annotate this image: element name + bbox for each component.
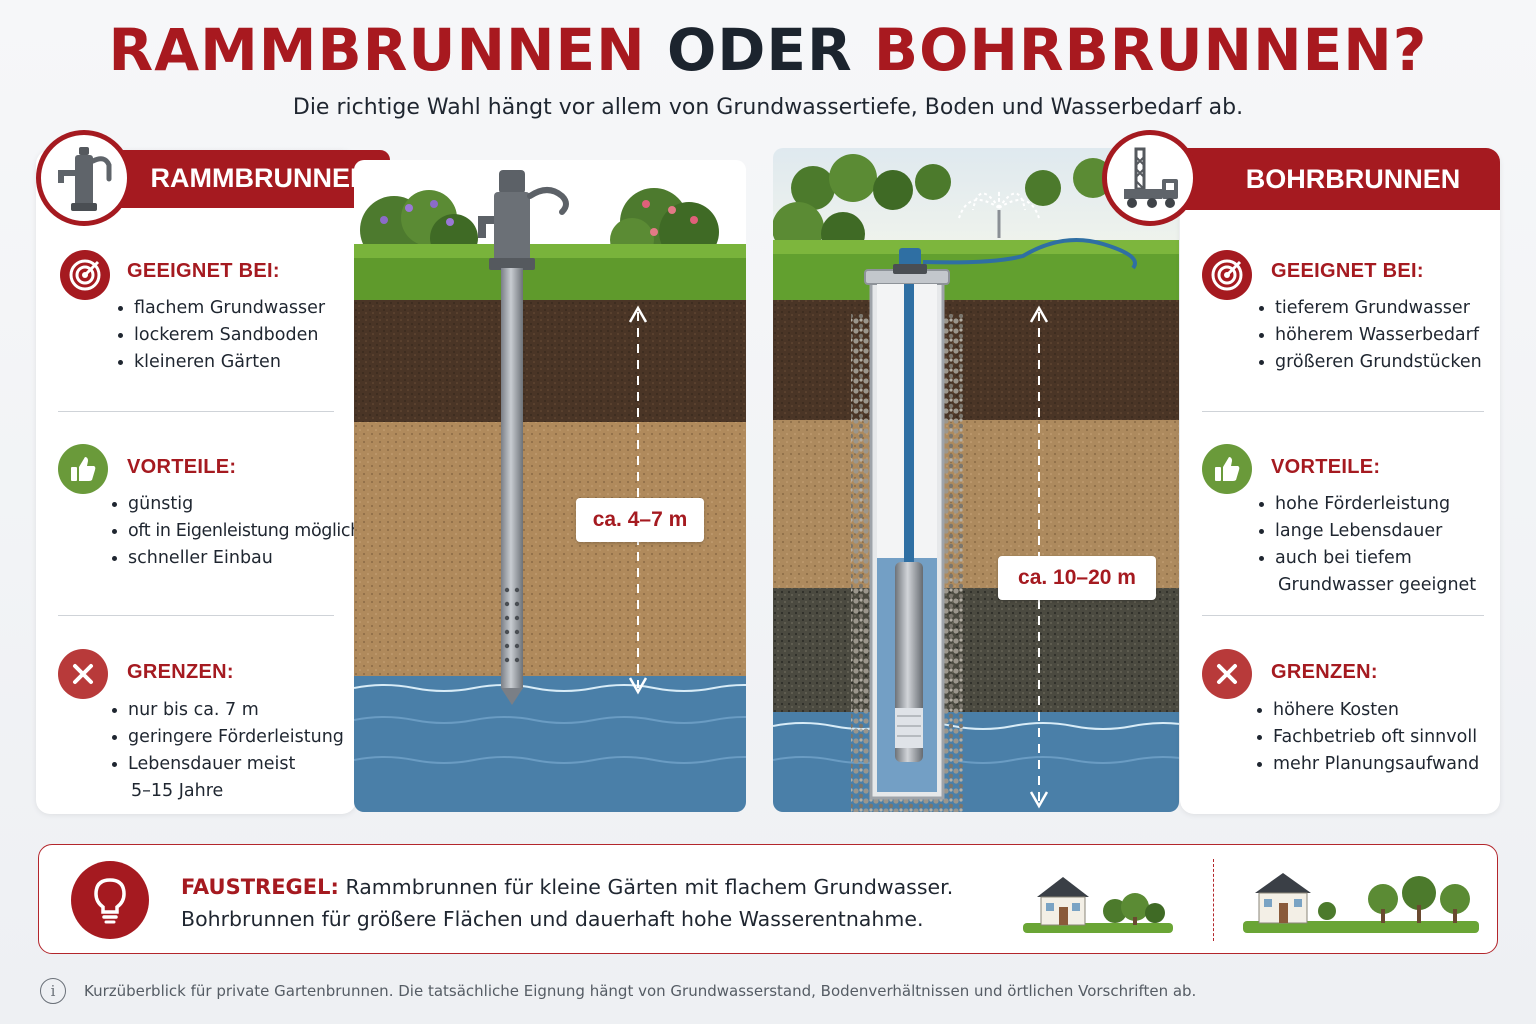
footnote-text: Kurzüberblick für private Gartenbrunnen.… (84, 982, 1197, 1000)
list-item-continuation: 5–15 Jahre (131, 781, 224, 801)
page-title: RAMMBRUNNEN ODER BOHRBRUNNEN? (0, 14, 1536, 86)
bohrbrunnen-cross-section (773, 148, 1179, 812)
right-suited-list: tieferem Grundwasser höherem Wasserbedar… (1259, 295, 1482, 376)
rule-of-thumb-box: FAUSTREGEL: Rammbrunnen für kleine Gärte… (38, 844, 1498, 954)
thumbs-up-icon (58, 444, 108, 494)
bohrbrunnen-banner: BOHRBRUNNEN (1150, 148, 1500, 210)
info-icon: i (40, 978, 66, 1004)
rule-line-2: Bohrbrunnen für größere Flächen und daue… (181, 907, 924, 931)
right-divider-2 (1202, 615, 1484, 616)
close-icon (1202, 649, 1252, 699)
close-icon (58, 649, 108, 699)
left-limits-list: nur bis ca. 7 m geringere Förderleistung… (112, 697, 344, 805)
bohrbrunnen-badge (1102, 130, 1198, 226)
left-section-title-pros: VORTEILE: (127, 456, 237, 478)
list-item: hohe Förderleistung (1259, 491, 1476, 518)
right-limits-list: höhere Kosten Fachbetrieb oft sinnvoll m… (1257, 697, 1479, 778)
left-divider-2 (58, 615, 334, 616)
list-item: flachem Grundwasser (118, 295, 325, 322)
thumbs-up-icon (1202, 444, 1252, 494)
hand-pump-icon (478, 170, 569, 705)
list-item: Lebensdauer meist (112, 751, 344, 778)
left-section-title-limits: GRENZEN: (127, 661, 234, 683)
large-house-illustration (1243, 873, 1479, 933)
list-item: tieferem Grundwasser (1259, 295, 1482, 322)
rule-divider (1213, 859, 1214, 941)
right-section-title-suited: GEEIGNET BEI: (1271, 260, 1424, 282)
small-house-illustration (1023, 877, 1173, 933)
hand-pump-icon (58, 147, 112, 211)
title-part-3: BOHRBRUNNEN? (873, 16, 1428, 84)
target-icon (1202, 250, 1252, 300)
rammbrunnen-depth-label: ca. 4–7 m (576, 498, 704, 542)
list-item: nur bis ca. 7 m (112, 697, 344, 724)
list-item: Fachbetrieb oft sinnvoll (1257, 724, 1479, 751)
left-divider-1 (58, 411, 334, 412)
list-item: oft in Eigenleistung möglich (112, 518, 361, 545)
target-icon (60, 250, 110, 300)
list-item: lockerem Sandboden (118, 322, 325, 349)
bohrbrunnen-depth-label: ca. 10–20 m (998, 556, 1156, 600)
list-item: schneller Einbau (112, 545, 361, 572)
list-item: mehr Planungsaufwand (1257, 751, 1479, 778)
title-part-1: RAMMBRUNNEN (108, 16, 646, 84)
left-pros-list: günstig oft in Eigenleistung möglich sch… (112, 491, 361, 572)
rammbrunnen-banner: RAMMBRUNNEN (90, 150, 390, 208)
list-item: geringere Förderleistung (112, 724, 344, 751)
right-pros-list: hohe Förderleistung lange Lebensdauer au… (1259, 491, 1476, 599)
page-subtitle: Die richtige Wahl hängt vor allem von Gr… (292, 95, 1244, 120)
list-item: höherem Wasserbedarf (1259, 322, 1482, 349)
left-suited-list: flachem Grundwasser lockerem Sandboden k… (118, 295, 325, 376)
rule-label: FAUSTREGEL: (181, 875, 339, 899)
rule-text: FAUSTREGEL: Rammbrunnen für kleine Gärte… (181, 871, 953, 935)
footnote: i Kurzüberblick für private Gartenbrunne… (40, 976, 1500, 1006)
rule-line-1: FAUSTREGEL: Rammbrunnen für kleine Gärte… (181, 875, 954, 899)
rammbrunnen-badge (36, 130, 132, 226)
right-section-title-pros: VORTEILE: (1271, 456, 1381, 478)
list-item: lange Lebensdauer (1259, 518, 1476, 545)
right-divider-1 (1202, 411, 1484, 412)
list-item: höhere Kosten (1257, 697, 1479, 724)
list-item: größeren Grundstücken (1259, 349, 1482, 376)
sprinkler-icon (958, 190, 1040, 238)
title-part-2: ODER (666, 16, 853, 84)
left-section-title-suited: GEEIGNET BEI: (127, 260, 280, 282)
list-item: auch bei tiefem (1259, 545, 1476, 572)
list-item: kleineren Gärten (118, 349, 325, 376)
lightbulb-icon (71, 861, 149, 939)
right-section-title-limits: GRENZEN: (1271, 661, 1378, 683)
list-item-continuation: Grundwasser geeignet (1278, 575, 1477, 595)
drill-truck-icon (1124, 147, 1178, 208)
list-item: günstig (112, 491, 361, 518)
rammbrunnen-cross-section (354, 160, 746, 812)
